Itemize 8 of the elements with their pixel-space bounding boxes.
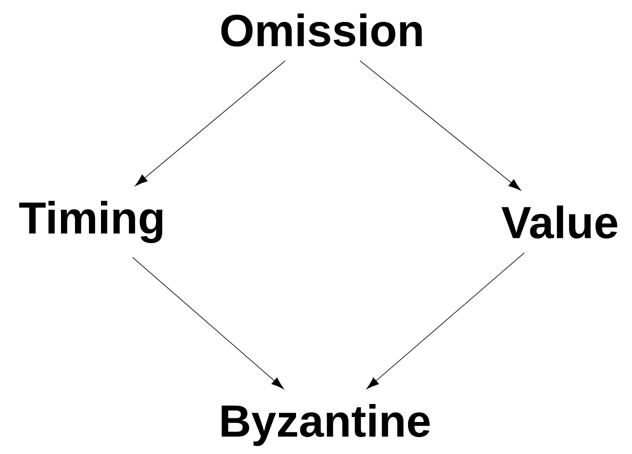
node-label: Byzantine bbox=[222, 404, 430, 446]
node-label: Timing bbox=[19, 200, 162, 244]
arrow bbox=[360, 60, 521, 191]
arrow bbox=[135, 60, 286, 186]
node-label: Value bbox=[502, 205, 618, 239]
arrow bbox=[366, 252, 525, 390]
arrow bbox=[132, 256, 284, 390]
node-label: Omission bbox=[221, 13, 422, 47]
